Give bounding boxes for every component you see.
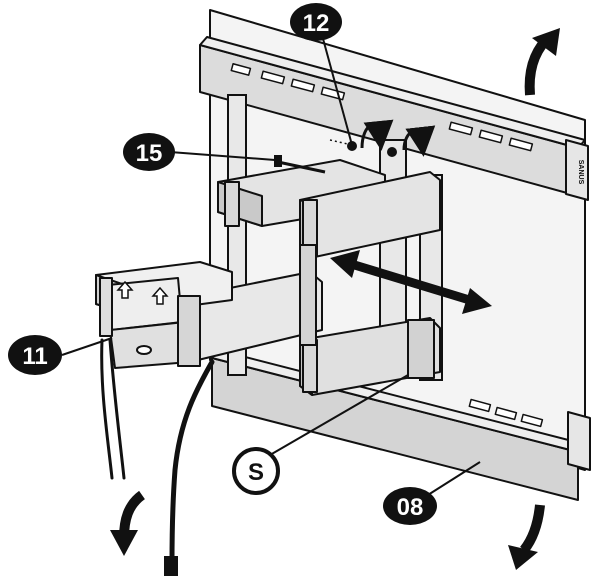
upper-arm: [217, 159, 441, 259]
pivot-screw: [347, 141, 357, 151]
curved-arrow-down-icon: [508, 504, 545, 570]
screw-15: [274, 155, 326, 174]
pivot-screw: [387, 147, 397, 157]
callout-s: S: [232, 447, 280, 495]
svg-text:08: 08: [397, 494, 424, 521]
svg-text:11: 11: [22, 343, 47, 370]
callout-08: 08: [383, 487, 437, 525]
callout-12: 12: [290, 3, 342, 41]
leader-lines: [61, 34, 481, 501]
callout-11: 11: [8, 335, 62, 375]
brand-label: SANUS: [577, 160, 584, 185]
up-arrow-icon: [116, 280, 169, 305]
curved-arrow-up-icon: [524, 28, 560, 96]
svg-text:15: 15: [136, 140, 163, 167]
double-arrow-icon: [330, 250, 492, 314]
svg-text:12: 12: [303, 10, 330, 37]
svg-text:S: S: [248, 459, 264, 486]
cables: [100, 338, 215, 565]
rotate-arrow-icon: [360, 119, 436, 157]
curved-arrow-down-icon: [110, 490, 146, 556]
callout-15: 15: [123, 133, 175, 171]
cable-plug: [164, 556, 178, 576]
